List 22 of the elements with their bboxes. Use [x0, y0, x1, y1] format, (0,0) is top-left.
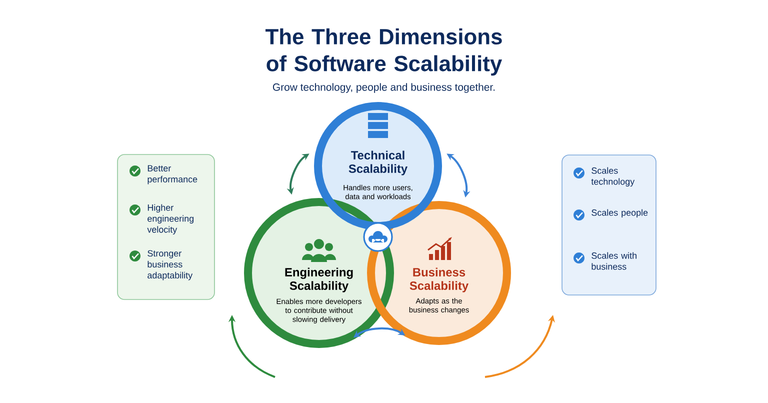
check-icon: [130, 250, 140, 262]
check-icon: [574, 168, 584, 178]
list-item: Scales people: [592, 209, 648, 218]
circle-heading: Technical Scalability: [348, 150, 408, 176]
check-icon: [130, 166, 140, 176]
title: The Three Dimensions of Software Scalability: [266, 28, 502, 76]
check-icon: [574, 210, 584, 220]
list-item: Scales technology: [591, 167, 635, 187]
benefits-panel: [117, 154, 215, 300]
list-item: Stronger business adaptability: [148, 250, 193, 280]
check-icon: [130, 204, 140, 216]
circle-heading: Engineering Scalability: [285, 268, 353, 292]
engineering-circle: [244, 198, 394, 348]
list-item: Higher engineering velocity: [147, 204, 194, 234]
circle-heading: Business Scalability: [410, 268, 468, 292]
business-circle: [367, 201, 511, 345]
subtitle: Grow technology, people and business together.: [272, 83, 495, 93]
list-item: Better performance: [148, 165, 198, 184]
list-item: Scales with business: [592, 252, 636, 270]
check-icon: [574, 252, 584, 264]
technical-circle: [314, 102, 442, 230]
outcomes-panel: [562, 154, 656, 296]
